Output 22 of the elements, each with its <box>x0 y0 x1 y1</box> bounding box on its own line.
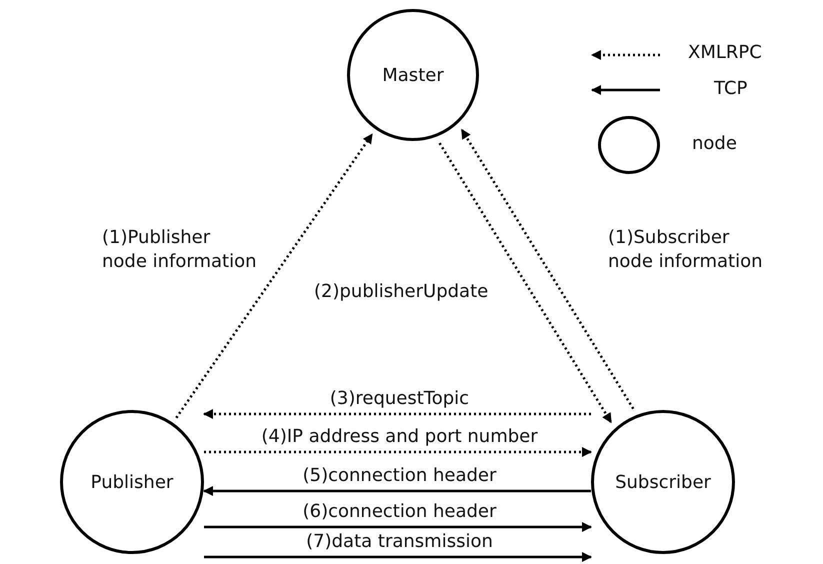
edge-label: (6)connection header <box>302 500 498 524</box>
edge-label: (7)data transmission <box>305 530 494 554</box>
edge-label: (1)Subscriber node information <box>607 226 764 274</box>
edge-label: (3)requestTopic <box>328 387 470 411</box>
edge-label: (5)connection header <box>302 464 498 488</box>
arrow <box>204 447 592 457</box>
node-label: Publisher <box>90 472 174 492</box>
node-label: Subscriber <box>615 472 711 492</box>
arrow <box>460 128 634 410</box>
arrow <box>204 522 592 532</box>
arrow <box>203 486 591 496</box>
legend-label: XMLRPC <box>688 42 762 63</box>
arrow <box>203 409 591 419</box>
edge-label: (4)IP address and port number <box>260 425 539 449</box>
legend-label: TCP <box>714 78 748 99</box>
arrow <box>204 552 592 562</box>
arrow <box>438 142 612 424</box>
edge-label: (1)Publisher node information <box>101 226 258 274</box>
arrow <box>175 133 374 419</box>
edge-label: (2)publisherUpdate <box>313 280 490 304</box>
legend-label: node <box>692 133 737 154</box>
node-label: Master <box>382 64 444 86</box>
